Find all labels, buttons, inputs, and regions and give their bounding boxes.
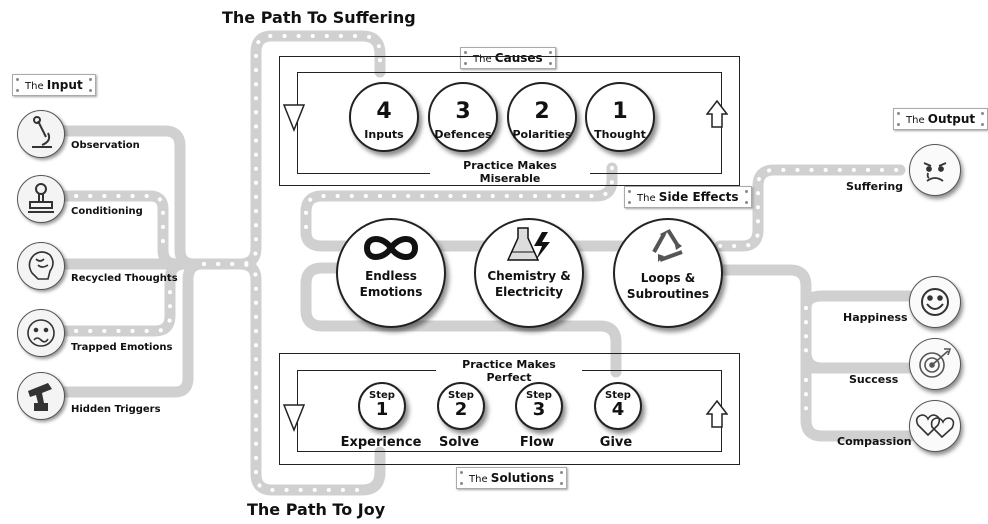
- cause-circle-inputs: 4 Inputs: [349, 82, 419, 152]
- suffering-icon-wrap: [909, 144, 961, 196]
- causes-caption: Practice Makes Miserable: [430, 159, 590, 185]
- compassion-icon-wrap: [909, 400, 961, 452]
- cause-num: 3: [455, 99, 471, 124]
- causes-tag-prefix: The: [473, 54, 492, 65]
- recycle-icon: [652, 228, 683, 262]
- side-effect-label-line1: Chemistry &: [487, 269, 571, 283]
- side-effect-label-line2: Subroutines: [626, 287, 710, 301]
- cause-label: Defences: [434, 128, 492, 141]
- output-tag: The Output: [893, 108, 988, 130]
- target-icon: [919, 348, 952, 378]
- conditioning-icon-wrap: [17, 175, 65, 223]
- hidden-triggers-icon-wrap: [17, 372, 65, 420]
- side-effect-label-line2: Electricity: [494, 285, 564, 299]
- step-label-give: Give: [599, 435, 633, 450]
- brain-icon: [28, 251, 54, 280]
- output-label-suffering: Suffering: [846, 180, 904, 193]
- input-tag-prefix: The: [25, 81, 44, 92]
- output-tag-word: Output: [927, 112, 976, 126]
- recycled-thoughts-icon-wrap: [17, 242, 65, 290]
- step-num: 3: [532, 399, 546, 420]
- cause-num: 2: [534, 99, 550, 124]
- solution-step-4: Step 4: [594, 382, 642, 430]
- input-label-trapped-emotions: Trapped Emotions: [71, 342, 173, 353]
- causes-outer-frame: [279, 56, 740, 186]
- step-word: Step: [605, 390, 631, 401]
- cause-circle-polarities: 2 Polarities: [507, 82, 577, 152]
- side-effect-endless-emotions: Endless Emotions: [336, 218, 446, 328]
- microscope-icon: [32, 116, 52, 148]
- cause-label: Thought: [594, 128, 646, 141]
- cause-num: 1: [612, 99, 628, 124]
- cause-circle-thought: 1 Thought: [585, 82, 655, 152]
- trigger-icon: [28, 383, 52, 411]
- infinity-icon: [363, 236, 419, 260]
- side-effects-tag-word: Side Effects: [658, 190, 739, 204]
- output-label-success: Success: [849, 373, 899, 386]
- happiness-icon-wrap: [909, 276, 961, 328]
- solutions-outer-frame: [279, 353, 740, 465]
- cause-circle-defences: 3 Defences: [428, 82, 498, 152]
- trapped-face-icon: [27, 319, 55, 347]
- output-tag-prefix: The: [906, 115, 925, 126]
- step-word: Step: [526, 390, 552, 401]
- sad-face-icon: [923, 162, 947, 182]
- solutions-tag-word: Solutions: [490, 471, 555, 485]
- step-num: 2: [454, 399, 468, 420]
- side-effects-tag: The Side Effects: [624, 186, 752, 208]
- step-word: Step: [369, 390, 395, 401]
- path-to-suffering-title: The Path To Suffering: [222, 8, 416, 27]
- input-label-observation: Observation: [71, 140, 140, 151]
- trapped-emotions-icon-wrap: [17, 309, 65, 357]
- input-label-recycled-thoughts: Recycled Thoughts: [71, 273, 178, 284]
- path-to-joy-title: The Path To Joy: [247, 500, 386, 519]
- causes-up-arrow-icon: [706, 100, 728, 128]
- side-effect-label-line1: Endless: [365, 269, 417, 283]
- stamp-icon: [28, 183, 54, 213]
- side-effect-chemistry-electricity: Chemistry & Electricity: [474, 218, 584, 328]
- success-icon-wrap: [909, 338, 961, 390]
- causes-tag-word: Causes: [494, 51, 543, 65]
- step-num: 1: [375, 399, 389, 420]
- flask-lightning-icon: [506, 227, 550, 261]
- step-label-solve: Solve: [438, 435, 480, 450]
- cause-label: Polarities: [512, 128, 572, 141]
- input-tag: The Input: [12, 74, 96, 96]
- hearts-icon: [915, 414, 955, 439]
- causes-down-arrow-icon: [283, 104, 305, 132]
- cause-num: 4: [376, 99, 392, 124]
- side-effect-label-line2: Emotions: [359, 285, 423, 299]
- step-label-flow: Flow: [519, 435, 555, 450]
- solution-step-2: Step 2: [437, 382, 485, 430]
- step-num: 4: [611, 399, 625, 420]
- input-tag-word: Input: [46, 78, 83, 92]
- solutions-up-arrow-icon: [706, 400, 728, 428]
- solution-step-3: Step 3: [515, 382, 563, 430]
- solutions-down-arrow-icon: [283, 404, 305, 432]
- causes-tag: The Causes: [460, 47, 556, 69]
- output-label-compassion: Compassion: [837, 435, 912, 448]
- step-label-experience: Experience: [340, 435, 422, 450]
- solutions-caption: Practice Makes Perfect: [436, 358, 582, 384]
- step-word: Step: [448, 390, 474, 401]
- side-effects-tag-prefix: The: [637, 193, 656, 204]
- observation-icon-wrap: [17, 110, 65, 158]
- solutions-tag-prefix: The: [469, 474, 488, 485]
- side-effect-label-line1: Loops &: [640, 271, 696, 285]
- output-label-happiness: Happiness: [843, 311, 908, 324]
- cause-label: Inputs: [364, 128, 404, 141]
- solutions-tag: The Solutions: [456, 467, 568, 489]
- input-label-conditioning: Conditioning: [71, 206, 143, 217]
- input-label-hidden-triggers: Hidden Triggers: [71, 404, 161, 415]
- solution-step-1: Step 1: [358, 382, 406, 430]
- side-effect-loops-subroutines: Loops & Subroutines: [613, 218, 723, 328]
- happy-face-icon: [921, 288, 949, 316]
